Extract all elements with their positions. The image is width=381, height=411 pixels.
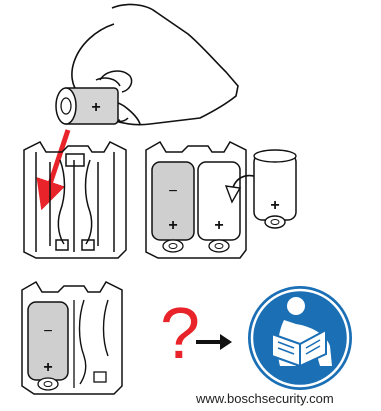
left-battery-minus: −	[168, 183, 177, 200]
right-battery-plus: +	[214, 217, 223, 234]
rotating-battery-plus: +	[270, 197, 279, 214]
holder-with-batteries: − + +	[145, 140, 247, 259]
hand-holding-battery: +	[36, 3, 239, 211]
question-mark-icon: ?	[160, 294, 201, 374]
to-manual-arrow-head	[220, 334, 232, 350]
website-url[interactable]: www.boschsecurity.com	[196, 391, 334, 406]
left-battery-plus: +	[168, 217, 177, 234]
single-battery-plus: +	[43, 359, 52, 376]
held-battery-plus: +	[91, 99, 100, 116]
rotate-arrow-head	[224, 185, 242, 204]
read-manual-icon	[248, 286, 352, 390]
holder-with-one-battery: − +	[21, 280, 123, 395]
single-battery-minus: −	[43, 323, 52, 340]
held-battery: +	[55, 87, 119, 125]
rotating-battery: +	[253, 149, 297, 229]
empty-battery-holder	[23, 141, 127, 259]
